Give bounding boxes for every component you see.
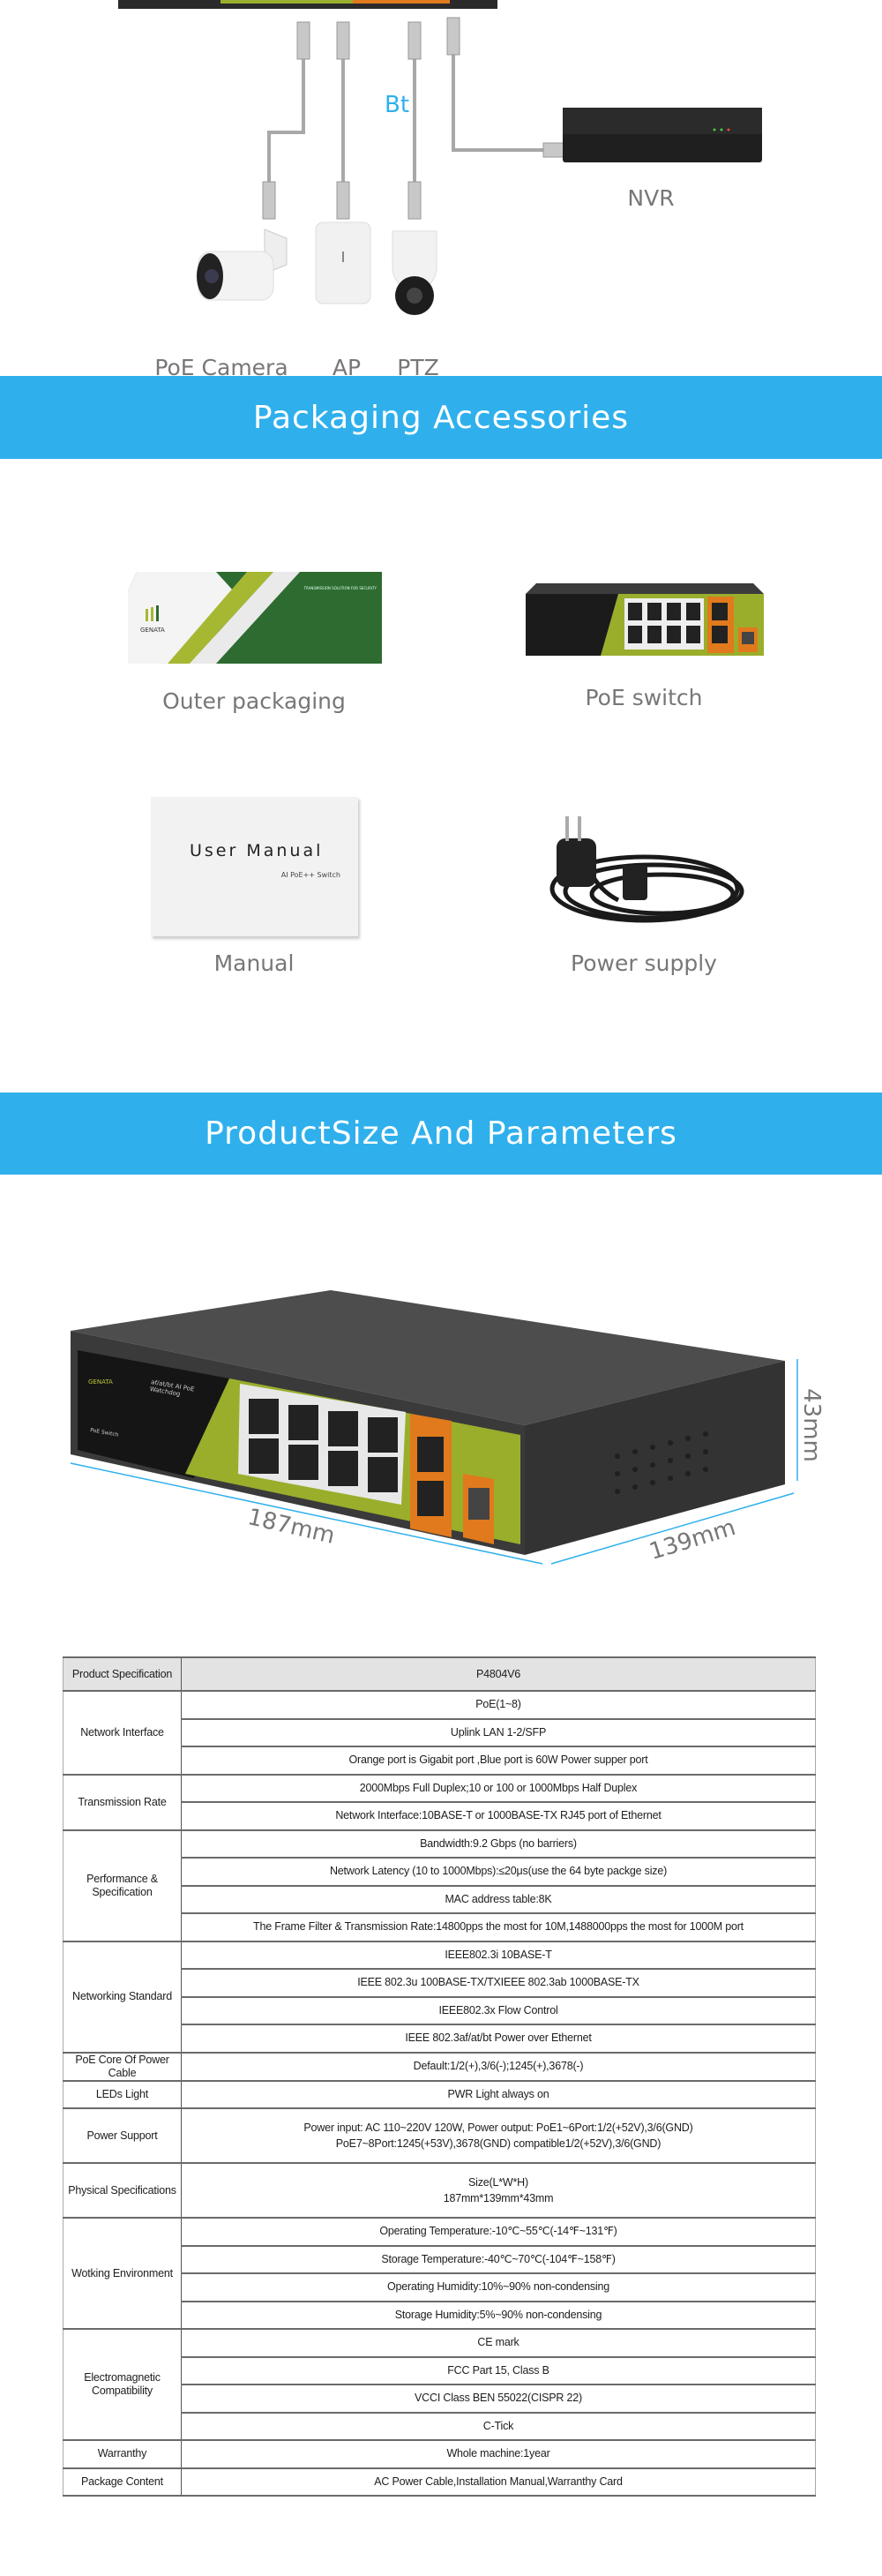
manual-image: User Manual AI PoE++ Switch	[151, 797, 358, 936]
poe-camera-icon	[197, 229, 288, 301]
topology-diagram: Bt NVR PoE Camera AP PTZ	[0, 0, 882, 380]
nvr-icon	[563, 108, 762, 162]
table-row: MAC address table:8K	[64, 1884, 816, 1914]
switch-bottom-edge	[118, 0, 497, 9]
ap-icon	[315, 222, 371, 304]
table-row: IEEE 802.3af/at/bt Power over Ethernet	[64, 2024, 816, 2054]
packaging-label-switch: PoE switch	[585, 685, 703, 710]
packaging-label-outer: Outer packaging	[162, 688, 346, 714]
spec-value: FCC Part 15, Class B	[181, 2355, 816, 2385]
product-dimension-image: 187mm 139mm 43mm GENATA af/at/bt AI PoE …	[53, 1280, 829, 1597]
spec-value: Storage Humidity:5%~90% non-condensing	[181, 2300, 816, 2330]
spec-value: Network Interface:10BASE-T or 1000BASE-T…	[181, 1801, 816, 1831]
spec-category: LEDs Light	[63, 2079, 182, 2109]
spec-value: Orange port is Gigabit port ,Blue port i…	[181, 1746, 816, 1776]
spec-value: VCCI Class BEN 55022(CISPR 22)	[181, 2384, 816, 2414]
table-row: Storage Humidity:5%~90% non-condensing	[64, 2300, 816, 2330]
table-row: Storage Temperature:-40℃~70℃(-104℉~158℉)	[64, 2244, 816, 2274]
spec-category: Wotking Environment	[63, 2217, 182, 2330]
spec-value: The Frame Filter & Transmission Rate:148…	[181, 1912, 816, 1942]
packaging-section-title: Packaging Accessories	[252, 399, 630, 436]
spec-value: Size(L*W*H) 187mm*139mm*43mm	[181, 2162, 816, 2219]
bt-label: Bt	[385, 92, 410, 118]
outer-packaging-image: TRANSMISSION SOLUTION FOR SECURITY GENAT…	[128, 572, 382, 664]
spec-category: Networking Standard	[63, 1940, 182, 2054]
spec-table-header: Product Specification P4804V6	[63, 1656, 816, 1692]
packaging-section-banner: Packaging Accessories	[0, 376, 882, 459]
spec-value: PoE(1~8)	[181, 1690, 816, 1720]
spec-value: Whole machine:1year	[181, 2439, 816, 2469]
spec-value: CE mark	[181, 2328, 816, 2358]
spec-value: Operating Temperature:-10℃~55℃(-14℉~131℉…	[181, 2217, 816, 2247]
table-row: Orange port is Gigabit port ,Blue port i…	[64, 1746, 816, 1776]
spec-value: Storage Temperature:-40℃~70℃(-104℉~158℉)	[181, 2244, 816, 2274]
product-size-section-title: ProductSize And Parameters	[205, 1115, 677, 1152]
box-slogan: TRANSMISSION SOLUTION FOR SECURITY	[303, 586, 377, 590]
height-dimension-label: 43mm	[797, 1388, 825, 1462]
table-row: Uplink LAN 1-2/SFP	[64, 1717, 816, 1747]
spec-category: Transmission Rate	[63, 1773, 182, 1831]
header-label: Product Specification	[63, 1656, 182, 1692]
spec-value: Default:1/2(+),3/6(-);1245(+),3678(-)	[181, 2051, 816, 2082]
spec-value: Power input: AC 110~220V 120W, Power out…	[181, 2107, 816, 2164]
spec-category: Physical Specifications	[63, 2162, 182, 2219]
spec-value: PWR Light always on	[181, 2079, 816, 2109]
box-brand: GENATA	[140, 627, 165, 634]
nvr-label: NVR	[627, 185, 675, 211]
panel-brand: GENATA	[88, 1378, 113, 1386]
manual-title: User Manual	[190, 841, 324, 860]
spec-value: IEEE802.3i 10BASE-T	[181, 1940, 816, 1970]
table-row: Operating Humidity:10%~90% non-condensin…	[64, 2272, 816, 2302]
table-row: C-Tick	[64, 2411, 816, 2441]
spec-value: IEEE 802.3u 100BASE-TX/TXIEEE 802.3ab 10…	[181, 1968, 816, 1998]
manual-subtitle: AI PoE++ Switch	[280, 871, 340, 879]
spec-value: Operating Humidity:10%~90% non-condensin…	[181, 2272, 816, 2302]
spec-value: MAC address table:8K	[181, 1884, 816, 1914]
topology-graphic	[118, 0, 762, 315]
product-size-section-banner: ProductSize And Parameters	[0, 1093, 882, 1175]
spec-value: AC Power Cable,Installation Manual,Warra…	[181, 2467, 816, 2497]
ptz-icon	[392, 230, 437, 315]
spec-category: Performance & Specification	[63, 1829, 182, 1942]
spec-value: Uplink LAN 1-2/SFP	[181, 1717, 816, 1747]
cables	[267, 53, 547, 185]
spec-value: IEEE 802.3af/at/bt Power over Ethernet	[181, 2024, 816, 2054]
spec-value: C-Tick	[181, 2411, 816, 2441]
packaging-label-power: Power supply	[571, 950, 717, 976]
spec-category: PoE Core Of Power Cable	[63, 2051, 182, 2082]
packaging-label-manual: Manual	[213, 950, 295, 976]
spec-category: Warranthy	[63, 2439, 182, 2469]
spec-category: Network Interface	[63, 1690, 182, 1776]
table-row: Network Latency (10 to 1000Mbps):≤20μs(u…	[64, 1857, 816, 1887]
spec-value: IEEE802.3x Flow Control	[181, 1995, 816, 2025]
spec-value: 2000Mbps Full Duplex;10 or 100 or 1000Mb…	[181, 1773, 816, 1803]
spec-value: Network Latency (10 to 1000Mbps):≤20μs(u…	[181, 1857, 816, 1887]
table-row: VCCI Class BEN 55022(CISPR 22)	[64, 2384, 816, 2414]
power-cord-image	[539, 816, 752, 927]
table-row: IEEE802.3x Flow Control	[64, 1995, 816, 2025]
spec-category: Package Content	[63, 2467, 182, 2497]
rj45-connectors	[262, 17, 567, 220]
spec-table: Product Specification P4804V6 Network In…	[63, 1656, 816, 2497]
spec-category: Power Support	[63, 2107, 182, 2164]
table-row: Network Interface:10BASE-T or 1000BASE-T…	[64, 1801, 816, 1831]
poe-switch-image	[526, 583, 764, 656]
spec-category: Electromagnetic Compatibility	[63, 2328, 182, 2441]
spec-value: Bandwidth:9.2 Gbps (no barriers)	[181, 1829, 816, 1859]
header-model: P4804V6	[181, 1656, 816, 1692]
